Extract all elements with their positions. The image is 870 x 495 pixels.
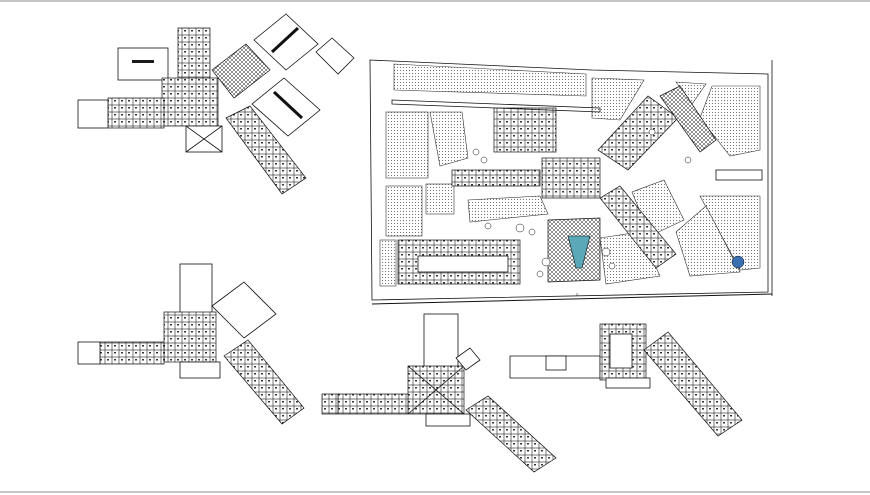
- site-ne-lot-3: [699, 85, 761, 157]
- fp4-core-inner: [609, 333, 633, 369]
- site-w-lot-2: [425, 183, 455, 215]
- fp3-se-wing: [465, 395, 557, 473]
- fp1-west-annex: [77, 99, 109, 129]
- fp1-detached-1: [253, 13, 319, 71]
- fp1-north-wing-stair: [132, 60, 154, 63]
- fp2-se-wing: [223, 339, 305, 425]
- floor-plan-2: [77, 263, 305, 425]
- fp4-se-wing: [643, 331, 743, 437]
- fp2-lower-block: [179, 361, 221, 379]
- site-pond: [731, 255, 745, 269]
- site-entrance-fountain: [567, 235, 591, 269]
- site-sw-lot: [379, 239, 397, 287]
- fp3-west-annex: [321, 393, 339, 415]
- site-plan: ▽: [369, 59, 773, 305]
- floor-plan-1: [77, 13, 355, 195]
- site-e-lot: [699, 195, 761, 271]
- floor-plan-3: [321, 313, 557, 473]
- fp2-west-wing: [99, 341, 165, 365]
- site-trees: [472, 128, 692, 278]
- floor-plan-4: [509, 323, 743, 437]
- fp1-se-wing: [225, 105, 307, 195]
- fp2-north-tower: [179, 263, 213, 317]
- fp2-west-annex: [77, 341, 101, 365]
- site-ne-lot-1: [591, 77, 645, 121]
- site-west-strip: [451, 169, 541, 187]
- fp1-north-wing: [117, 47, 169, 81]
- site-main-block: [493, 107, 557, 153]
- site-south-long-inner: [417, 255, 509, 273]
- fp3-lower-block: [425, 413, 471, 427]
- fp1-tower: [177, 27, 211, 87]
- fp1-detached-3: [251, 77, 321, 137]
- site-entrance-arrow: ▽: [576, 292, 579, 297]
- fp1-core: [161, 77, 219, 127]
- fp1-detached-2: [315, 37, 355, 75]
- site-nw-lot: [385, 111, 429, 179]
- fp3-west-wing: [337, 393, 409, 415]
- site-east-strip: [715, 169, 763, 181]
- fp1-west-wing: [107, 97, 165, 129]
- fp3-north-tower: [423, 313, 459, 371]
- site-w-lot: [385, 185, 423, 237]
- site-ne-wing-2: [659, 85, 717, 153]
- site-central-block: [541, 157, 601, 199]
- site-sc-lot: [467, 195, 549, 223]
- fp1-lower-cross: [185, 125, 223, 153]
- fp4-west-notch: [545, 355, 567, 371]
- fp2-ne-wing: [211, 281, 277, 339]
- site-se-lot: [675, 205, 741, 277]
- site-e-wing: [599, 185, 677, 269]
- fp3-ne-wing: [455, 347, 481, 371]
- site-base-line: [371, 293, 773, 305]
- fp1-ne-wing: [211, 43, 271, 99]
- site-north-drive: [391, 99, 601, 113]
- site-nw-lot-2: [429, 111, 469, 167]
- fp2-core: [163, 311, 217, 363]
- fp1-detached-1-bar: [270, 26, 300, 54]
- fp3-core-cross: [407, 365, 465, 415]
- site-north-lot: [393, 63, 587, 97]
- fp4-lower-block: [605, 377, 651, 389]
- fp1-detached-3-bar: [272, 90, 304, 120]
